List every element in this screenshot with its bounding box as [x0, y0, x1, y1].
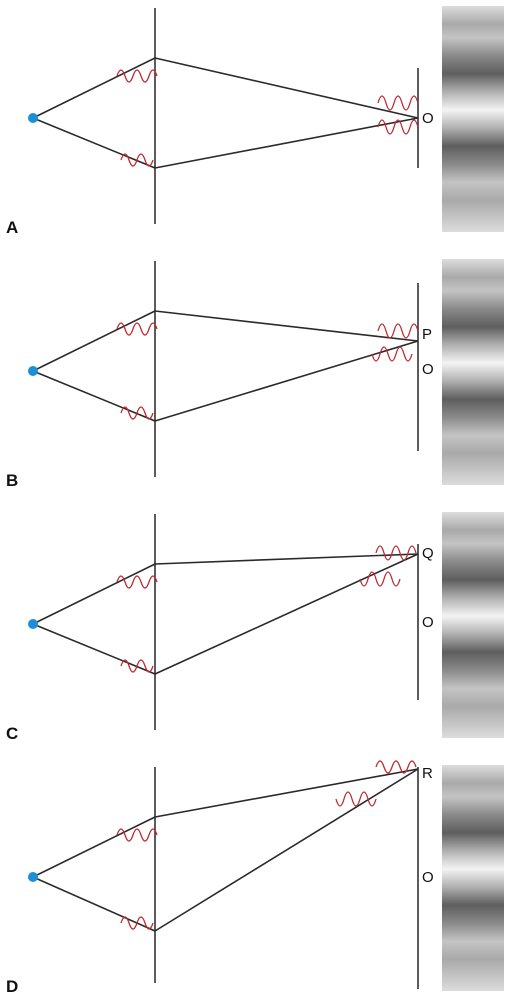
fringe-pattern	[442, 512, 504, 738]
wave-packet	[375, 760, 417, 774]
ray-bottom-slit-to-point	[154, 340, 419, 422]
wave-packet	[120, 916, 154, 930]
ray-source-to-bottom-slit	[32, 876, 156, 932]
wave-packet	[116, 828, 158, 842]
fringe-pattern	[442, 259, 504, 485]
light-source	[28, 366, 38, 376]
wave-packet	[120, 659, 154, 673]
panel-b: P O B	[6, 259, 504, 490]
ray-source-to-bottom-slit	[32, 117, 156, 169]
ray-source-to-top-slit	[32, 563, 156, 625]
target-point-label: O	[422, 110, 434, 127]
panel-label: C	[6, 724, 18, 743]
ray-source-to-top-slit	[32, 816, 156, 878]
wave-packet	[359, 571, 401, 587]
wave-packet	[116, 575, 158, 589]
ray-bottom-slit-to-point	[154, 768, 419, 932]
wave-packet	[371, 346, 413, 362]
ray-top-slit-to-point	[154, 553, 419, 565]
fringe-pattern	[442, 6, 504, 232]
wave-packet	[375, 545, 417, 561]
wave-packet	[377, 119, 419, 135]
ray-top-slit-to-point	[154, 310, 419, 342]
center-point-label: O	[422, 869, 434, 886]
wave-packet	[335, 791, 377, 807]
target-point-label: R	[422, 765, 433, 782]
ray-bottom-slit-to-point	[154, 553, 419, 675]
wave-packet	[377, 323, 419, 339]
panel-label: A	[6, 218, 18, 237]
target-point-label: P	[422, 326, 432, 343]
wave-packet	[377, 95, 419, 111]
ray-source-to-bottom-slit	[32, 623, 156, 675]
wave-packet	[120, 153, 154, 167]
panel-c: Q O C	[6, 512, 504, 743]
light-source	[28, 619, 38, 629]
ray-source-to-top-slit	[32, 57, 156, 119]
center-point-label: O	[422, 361, 434, 378]
wave-packet	[116, 69, 158, 83]
ray-source-to-bottom-slit	[32, 370, 156, 422]
target-point-label: Q	[422, 545, 434, 562]
center-point-label: O	[422, 614, 434, 631]
ray-top-slit-to-point	[154, 57, 419, 119]
wave-packet	[120, 406, 154, 420]
panel-a: O A	[6, 6, 504, 237]
panel-label: B	[6, 471, 18, 490]
panel-d: R O D	[6, 760, 504, 996]
ray-source-to-top-slit	[32, 310, 156, 372]
ray-bottom-slit-to-point	[154, 117, 419, 169]
panel-label: D	[6, 977, 18, 996]
ray-top-slit-to-point	[154, 768, 419, 818]
wave-packet	[116, 322, 158, 336]
fringe-pattern	[442, 765, 504, 991]
light-source	[28, 872, 38, 882]
light-source	[28, 113, 38, 123]
